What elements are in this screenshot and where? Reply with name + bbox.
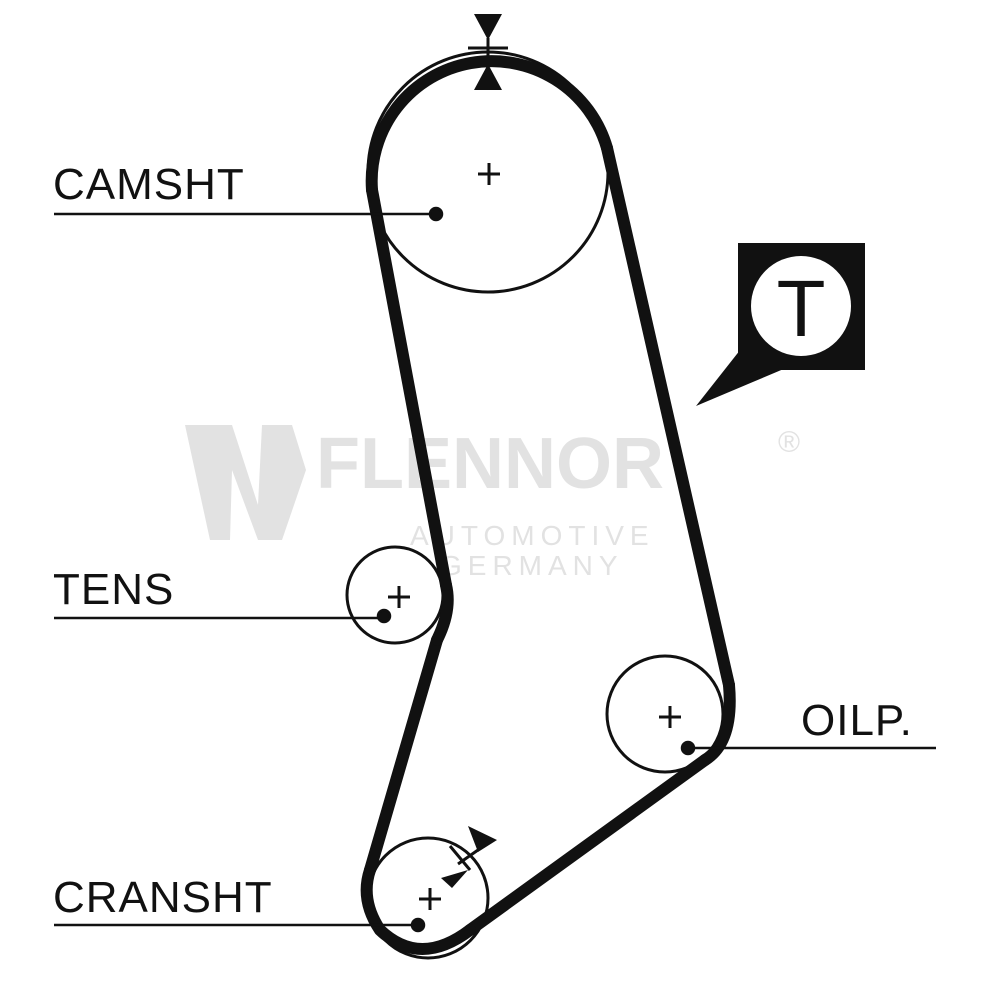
tensioner-label: TENS [53, 565, 174, 614]
camshaft-leader [54, 206, 444, 222]
timing-belt [360, 55, 736, 955]
watermark-line-2: GERMANY [440, 550, 624, 581]
watermark-logo-icon [185, 425, 306, 540]
crankshaft-leader [54, 917, 426, 933]
crankshaft-label: CRANSHT [53, 873, 273, 922]
camshaft-center-cross [478, 163, 500, 185]
crankshaft-timing-mark-icon [441, 826, 497, 888]
tension-badge: T [696, 243, 865, 406]
oil-pump-pulley [605, 654, 725, 774]
watermark-brand: FLENNOR [316, 424, 664, 504]
tensioner-pulley [345, 545, 445, 645]
tensioner-leader [54, 608, 392, 624]
watermark-line-1: AUTOMOTIVE [410, 520, 655, 551]
oil-pump-leader [680, 740, 936, 756]
crankshaft-center-cross [419, 888, 441, 910]
camshaft-timing-mark-icon [468, 14, 508, 90]
camshaft-label: CAMSHT [53, 160, 245, 209]
watermark: FLENNOR ® AUTOMOTIVE GERMANY [185, 424, 801, 581]
oil-pump-center-cross [659, 706, 681, 728]
tension-badge-letter: T [777, 264, 826, 353]
tensioner-center-cross [388, 586, 410, 608]
oil-pump-label: OILP. [801, 696, 913, 745]
tension-badge-ring [751, 256, 851, 356]
watermark-registered-mark: ® [778, 426, 801, 459]
